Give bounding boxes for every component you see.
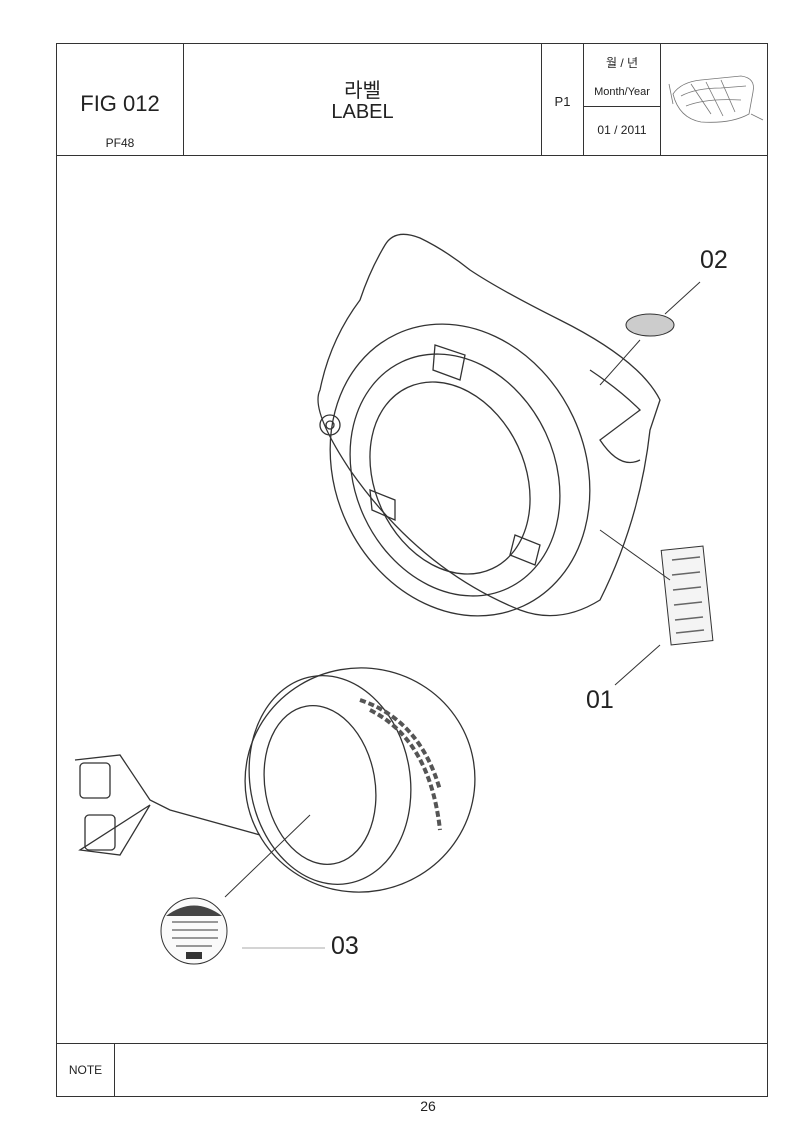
date-divider xyxy=(584,106,660,107)
title-cell: 라벨 LABEL xyxy=(184,44,542,155)
page-number: 26 xyxy=(420,1098,436,1114)
date-value: 01 / 2011 xyxy=(597,123,647,137)
title-english: LABEL xyxy=(331,101,394,123)
date-label-english: Month/Year xyxy=(594,86,650,98)
callout-03: 03 xyxy=(331,932,359,960)
note-label: NOTE xyxy=(68,1063,103,1077)
fig-label: FIG 012 xyxy=(80,91,160,116)
callout-01: 01 xyxy=(586,686,614,714)
engine-thumbnail-icon xyxy=(668,75,764,123)
model-label: PF48 xyxy=(105,136,135,150)
recoil-starter xyxy=(74,667,476,893)
leader-lines xyxy=(224,281,701,949)
label-03-decal xyxy=(160,897,228,965)
page-code: P1 xyxy=(554,94,571,109)
page-code-cell: P1 xyxy=(542,44,584,155)
label-01-decal xyxy=(660,545,714,646)
thumbnail-cell xyxy=(661,44,769,155)
label-02-decal xyxy=(625,313,675,337)
date-cell: 월 / 년 Month/Year 01 / 2011 xyxy=(584,44,661,155)
fig-cell: FIG 012 PF48 xyxy=(57,44,184,155)
title-korean: 라벨 xyxy=(344,80,381,102)
note-label-cell: NOTE xyxy=(57,1043,115,1096)
date-label-korean: 월 / 년 xyxy=(605,56,639,70)
page-frame: FIG 012 PF48 라벨 LABEL P1 월 / 년 Month/Yea… xyxy=(56,43,768,1097)
header-divider xyxy=(57,155,767,156)
note-divider xyxy=(57,1043,767,1044)
callout-02: 02 xyxy=(700,246,728,274)
fan-housing xyxy=(317,233,661,617)
